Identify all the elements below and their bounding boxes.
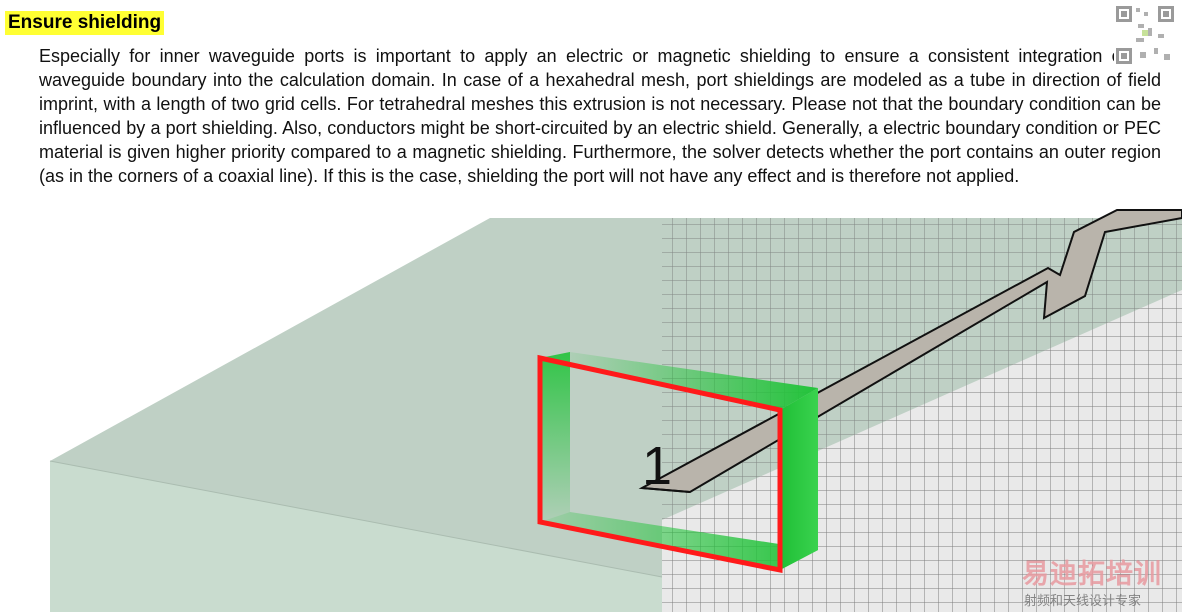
qr-code-icon xyxy=(1114,4,1176,66)
watermark-brand: 易迪拓培训 xyxy=(1022,559,1162,590)
port-number-label: 1 xyxy=(642,436,672,496)
magnetic-shield-side xyxy=(780,388,818,570)
magnetic-shield-top xyxy=(540,352,818,410)
magnetic-shield-bottom xyxy=(540,512,818,570)
port-boundary xyxy=(537,354,783,574)
microstrip-line xyxy=(638,209,1182,494)
watermark-tagline: 射频和天线设计专家 xyxy=(1024,594,1142,609)
section-body: Especially for inner waveguide ports is … xyxy=(39,46,1161,186)
magnetic-shield-left xyxy=(540,352,570,522)
section-title: Ensure shielding xyxy=(5,11,165,35)
substrate-side-face xyxy=(50,461,662,612)
